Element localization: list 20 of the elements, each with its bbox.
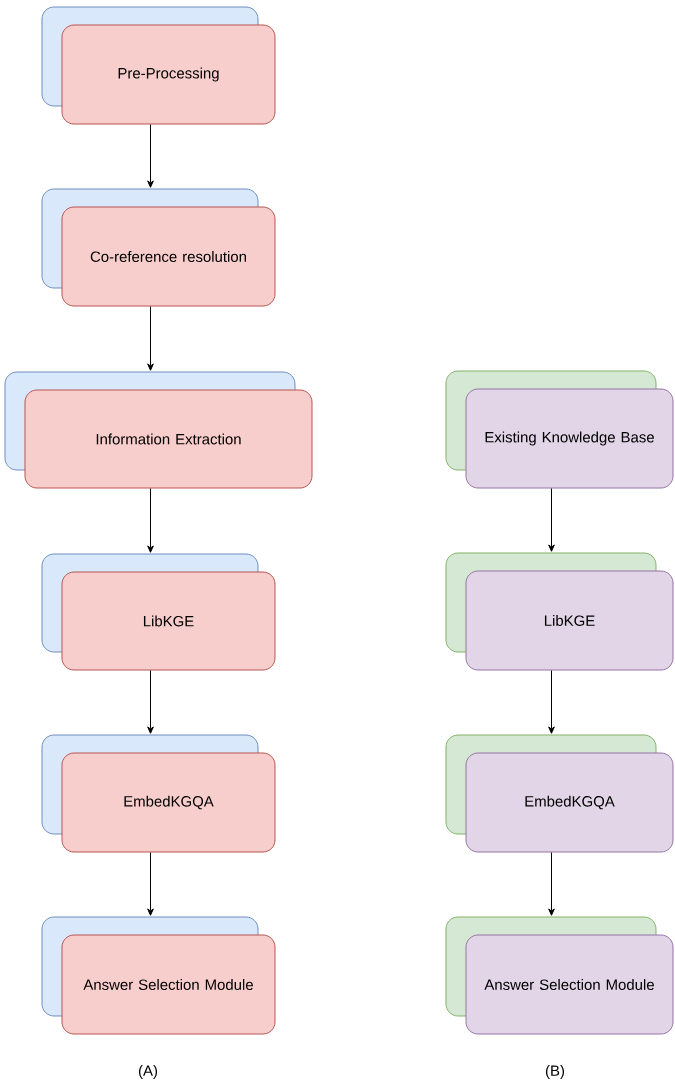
process-box: Pre-Processing <box>41 6 276 125</box>
process-box: LibKGE <box>41 553 276 671</box>
arrow <box>147 306 154 371</box>
arrow <box>548 488 555 552</box>
arrow <box>548 852 555 916</box>
arrow <box>147 852 154 916</box>
process-box: EmbedKGQA <box>41 734 276 853</box>
process-box: Co-reference resolution <box>41 188 276 307</box>
arrow <box>147 124 154 188</box>
process-box: Answer Selection Module <box>445 916 674 1035</box>
panel-label: (B) <box>545 1065 565 1079</box>
process-box: EmbedKGQA <box>445 734 674 853</box>
arrow <box>548 670 555 734</box>
process-box: LibKGE <box>445 552 674 671</box>
process-box: Answer Selection Module <box>41 916 276 1035</box>
process-box: Information Extraction <box>4 371 313 489</box>
arrow <box>147 670 154 734</box>
process-box: Existing Knowledge Base <box>445 370 674 489</box>
panel-label: (A) <box>138 1065 158 1079</box>
arrow <box>147 488 154 553</box>
